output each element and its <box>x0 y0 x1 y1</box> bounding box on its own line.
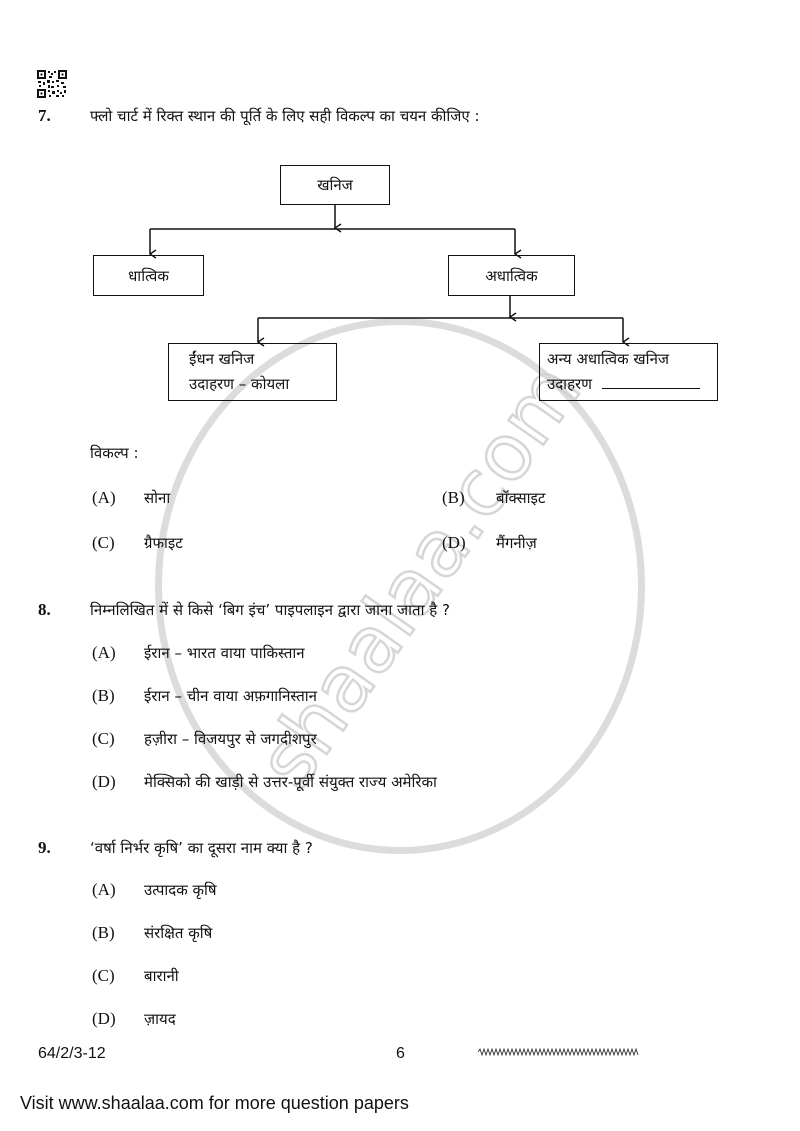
option-text: बॉक्साइट <box>496 489 546 507</box>
flowchart-node-metallic: धात्विक <box>93 255 204 296</box>
watermark-circle <box>155 318 645 854</box>
paper-code: 64/2/3-12 <box>38 1045 106 1062</box>
option-text: ईरान – चीन वाया अफ़गानिस्तान <box>144 687 317 705</box>
flowchart-node-non-metallic: अधात्विक <box>448 255 575 296</box>
option-text: उत्पादक कृषि <box>144 881 217 899</box>
option-text: हज़ीरा – विजयपुर से जगदीशपुर <box>144 730 317 748</box>
question-number: 9. <box>38 838 51 857</box>
option-label: (D) <box>92 772 116 791</box>
flowchart-connectors <box>0 204 800 420</box>
option-text: ईरान – भारत वाया पाकिस्तान <box>144 644 305 662</box>
option-text: सोना <box>144 489 171 507</box>
question-number: 8. <box>38 600 51 619</box>
options-heading: विकल्प : <box>90 444 139 462</box>
option-label: (A) <box>92 643 116 662</box>
option-text: मेक्सिको की खाड़ी से उत्तर-पूर्वी संयुक्… <box>144 773 437 791</box>
option-text: ग्रैफाइट <box>144 534 183 552</box>
question-text: ‘वर्षा निर्भर कृषि’ का दूसरा नाम क्या है… <box>90 839 313 857</box>
node-label: खनिज <box>317 176 353 194</box>
option-label: (C) <box>92 533 115 552</box>
question-text: फ्लो चार्ट में रिक्त स्थान की पूर्ति के … <box>90 107 480 125</box>
wavy-line-icon <box>478 1048 639 1056</box>
option-label: (B) <box>442 488 465 507</box>
option-label: (D) <box>442 533 466 552</box>
node-label: अधात्विक <box>485 266 538 285</box>
page-number: 6 <box>396 1045 405 1062</box>
flowchart-node-other-non-metallic: अन्य अधात्विक खनिज उदाहरण <box>539 343 718 401</box>
node-label: धात्विक <box>128 266 169 285</box>
option-label: (A) <box>92 880 116 899</box>
option-label: (C) <box>92 729 115 748</box>
question-number: 7. <box>38 106 51 125</box>
option-text: संरक्षित कृषि <box>144 924 213 942</box>
node-line-2: उदाहरण – कोयला <box>189 375 290 393</box>
option-text: बारानी <box>144 967 179 985</box>
visit-link[interactable]: Visit www.shaalaa.com for more question … <box>20 1093 409 1113</box>
option-text: ज़ायद <box>144 1010 176 1028</box>
fill-in-blank <box>602 374 701 389</box>
option-label: (C) <box>92 966 115 985</box>
flowchart-node-minerals: खनिज <box>280 165 390 205</box>
node-line-1: ईंधन खनिज <box>189 350 255 368</box>
option-label: (A) <box>92 488 116 507</box>
question-text: निम्नलिखित में से किसे ‘बिग इंच’ पाइपलाइ… <box>90 601 450 619</box>
option-label: (D) <box>92 1009 116 1028</box>
option-label: (B) <box>92 923 115 942</box>
qr-code-icon <box>37 70 67 98</box>
node-line-2-wrap: उदाहरण <box>547 372 701 397</box>
option-text: मैंगनीज़ <box>496 534 537 552</box>
node-line-1: अन्य अधात्विक खनिज <box>547 350 670 368</box>
node-line-2: उदाहरण <box>547 375 593 393</box>
option-label: (B) <box>92 686 115 705</box>
flowchart-node-fuel-minerals: ईंधन खनिज उदाहरण – कोयला <box>168 343 337 401</box>
